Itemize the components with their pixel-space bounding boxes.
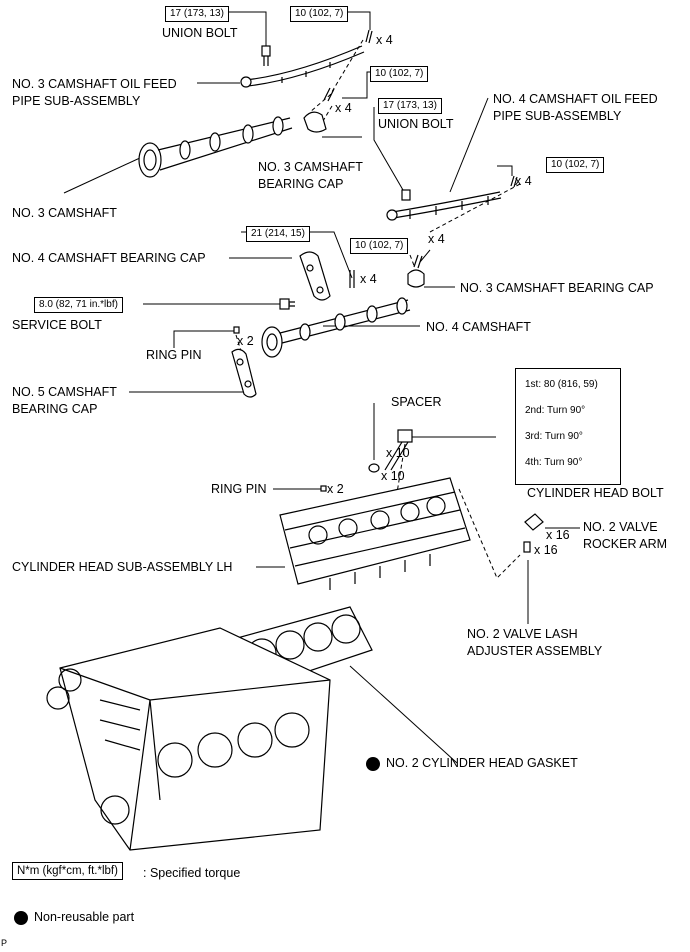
label-ring-pin-1: RING PIN bbox=[146, 348, 202, 362]
sequence-step-1: 1st: 80 (816, 59) bbox=[525, 379, 598, 390]
label-union-bolt-1: UNION BOLT bbox=[162, 26, 238, 40]
label-no5-bearing-cap-1: NO. 5 CAMSHAFT bbox=[12, 385, 117, 399]
nonreusable-marker bbox=[366, 757, 380, 771]
no3-bearing-cap-upper bbox=[303, 87, 335, 133]
qty-cap-bolt-b: x 4 bbox=[428, 232, 445, 246]
no5-bearing-cap bbox=[231, 326, 257, 398]
label-service-bolt: SERVICE BOLT bbox=[12, 318, 102, 332]
label-no3-oil-feed-2: PIPE SUB-ASSEMBLY bbox=[12, 94, 141, 108]
label-lash-adj-1: NO. 2 VALVE LASH bbox=[467, 627, 578, 641]
label-spacer: SPACER bbox=[391, 395, 442, 409]
torque-cap-bolt-no4: 21 (214, 15) bbox=[246, 226, 310, 242]
ring-pin-part bbox=[320, 485, 327, 492]
label-no4-camshaft: NO. 4 CAMSHAFT bbox=[426, 320, 531, 334]
torque-service-bolt: 8.0 (82, 71 in.*lbf) bbox=[34, 297, 123, 313]
sequence-step-2: 2nd: Turn 90° bbox=[525, 405, 586, 416]
engine-block-part bbox=[46, 627, 331, 851]
label-no4-oil-feed-1: NO. 4 CAMSHAFT OIL FEED bbox=[493, 92, 658, 106]
no4-bearing-cap bbox=[299, 251, 355, 301]
qty-lash-adjuster: x 16 bbox=[534, 543, 558, 557]
torque-cap-bolt-b: 10 (102, 7) bbox=[350, 238, 409, 254]
corner-mark: P bbox=[1, 938, 8, 948]
no4-camshaft bbox=[261, 297, 411, 358]
label-no3-bearing-cap-a-2: BEARING CAP bbox=[258, 177, 344, 191]
torque-union-bolt-1: 17 (173, 13) bbox=[165, 6, 229, 22]
label-union-bolt-2: UNION BOLT bbox=[378, 117, 454, 131]
qty-head-bolt: x 10 bbox=[386, 446, 410, 460]
label-cyl-head-sub: CYLINDER HEAD SUB-ASSEMBLY LH bbox=[12, 560, 233, 574]
qty-oil-pipe-bolt-1: x 4 bbox=[376, 33, 393, 47]
no3-oil-feed-pipe bbox=[240, 29, 373, 88]
no3-bearing-cap-lower bbox=[407, 254, 425, 288]
legend-torque-unit: N*m (kgf*cm, ft.*lbf) bbox=[12, 862, 123, 880]
legend-nonreusable-icon bbox=[14, 911, 28, 925]
label-no2-rocker-1: NO. 2 VALVE bbox=[583, 520, 658, 534]
label-no5-bearing-cap-2: BEARING CAP bbox=[12, 402, 98, 416]
cylinder-head-part bbox=[279, 477, 471, 590]
cylinder-head-bolt-part bbox=[368, 429, 413, 473]
legend-torque-text: : Specified torque bbox=[143, 866, 241, 880]
label-cylinder-head-bolt: CYLINDER HEAD BOLT bbox=[527, 486, 664, 500]
no3-camshaft bbox=[138, 116, 293, 178]
legend-nonreusable-text: Non-reusable part bbox=[34, 910, 135, 924]
torque-union-bolt-2: 17 (173, 13) bbox=[378, 98, 442, 114]
label-no3-bearing-cap-b: NO. 3 CAMSHAFT BEARING CAP bbox=[460, 281, 654, 295]
torque-oil-pipe-bolt-2: 10 (102, 7) bbox=[546, 157, 605, 173]
qty-cap-bolt-a: x 4 bbox=[335, 101, 352, 115]
label-no3-bearing-cap-a-1: NO. 3 CAMSHAFT bbox=[258, 160, 363, 174]
no4-oil-feed-pipe bbox=[386, 175, 518, 221]
qty-spacer: x 10 bbox=[381, 469, 405, 483]
qty-ring-pin-1: x 2 bbox=[237, 334, 254, 348]
label-ring-pin-2: RING PIN bbox=[211, 482, 267, 496]
sequence-step-3: 3rd: Turn 90° bbox=[525, 431, 583, 442]
sequence-step-4: 4th: Turn 90° bbox=[525, 457, 583, 468]
rocker-arm-part bbox=[523, 513, 544, 553]
qty-rocker-arm: x 16 bbox=[546, 528, 570, 542]
head-bolt-torque-sequence: 1st: 80 (816, 59) 2nd: Turn 90° 3rd: Tur… bbox=[515, 368, 621, 485]
label-lash-adj-2: ADJUSTER ASSEMBLY bbox=[467, 644, 603, 658]
qty-cap-bolt-no4: x 4 bbox=[360, 272, 377, 286]
service-bolt-part bbox=[279, 298, 295, 310]
label-no3-oil-feed-1: NO. 3 CAMSHAFT OIL FEED bbox=[12, 77, 177, 91]
torque-oil-pipe-bolt-1: 10 (102, 7) bbox=[290, 6, 349, 22]
label-no4-oil-feed-2: PIPE SUB-ASSEMBLY bbox=[493, 109, 622, 123]
label-no4-bearing-cap: NO. 4 CAMSHAFT BEARING CAP bbox=[12, 251, 206, 265]
label-no3-camshaft: NO. 3 CAMSHAFT bbox=[12, 206, 117, 220]
torque-cap-bolt-a: 10 (102, 7) bbox=[370, 66, 429, 82]
label-head-gasket: NO. 2 CYLINDER HEAD GASKET bbox=[386, 756, 578, 770]
qty-ring-pin-2: x 2 bbox=[327, 482, 344, 496]
qty-oil-pipe-bolt-2: x 4 bbox=[515, 174, 532, 188]
label-no2-rocker-2: ROCKER ARM bbox=[583, 537, 668, 551]
